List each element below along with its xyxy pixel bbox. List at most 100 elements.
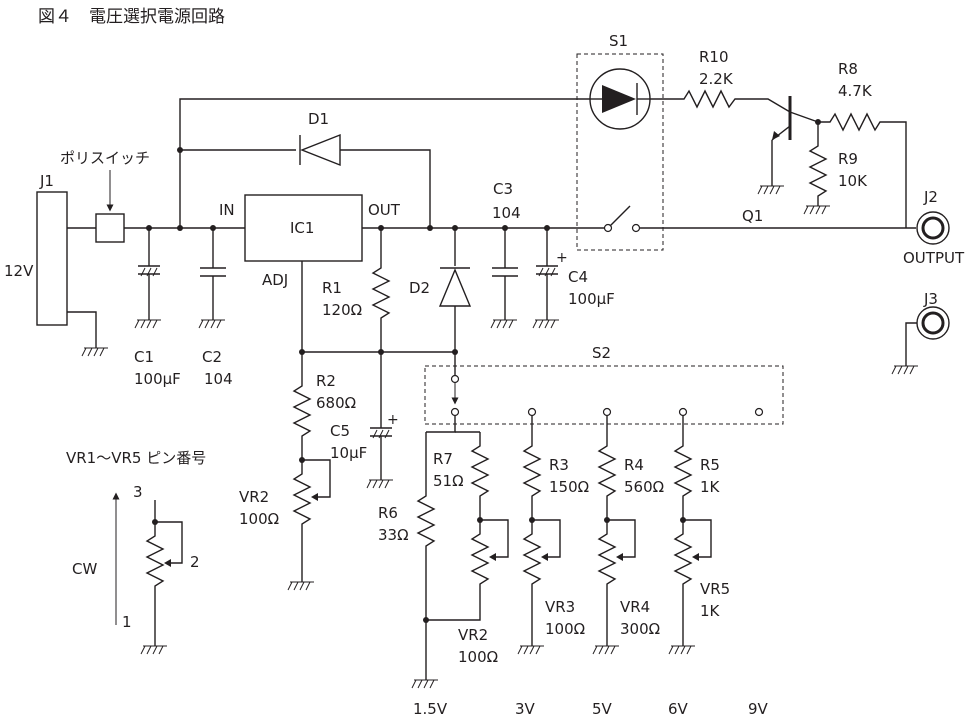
- potentiometer-vr3: [517, 519, 561, 655]
- svg-text:+: +: [556, 250, 568, 266]
- label-r8-value: 4.7K: [838, 82, 873, 100]
- label-c2: C2: [202, 348, 222, 366]
- capacitor-c5: +: [366, 352, 399, 489]
- legend-potentiometer: [140, 500, 183, 655]
- node: [423, 617, 429, 623]
- resistor-r5: [673, 416, 693, 520]
- label-r10-value: 2.2K: [699, 70, 734, 88]
- label-vr2-right: VR2: [458, 626, 488, 644]
- label-c1-value: 100μF: [134, 370, 181, 388]
- legend-title: VR1〜VR5 ピン番号: [66, 449, 206, 467]
- polyswitch: [95, 213, 125, 243]
- label-r6: R6: [378, 504, 398, 522]
- resistor-r4: [597, 416, 617, 520]
- label-r9: R9: [838, 150, 858, 168]
- label-c5-value: 10μF: [330, 444, 367, 462]
- label-c3: C3: [493, 180, 513, 198]
- label-vr2-left: VR2: [239, 488, 269, 506]
- label-vr5-value: 1K: [700, 602, 721, 620]
- label-r9-value: 10K: [838, 172, 868, 190]
- label-r8: R8: [838, 60, 858, 78]
- switch-s1-box: [576, 53, 664, 251]
- label-out-3v: 3V: [515, 700, 536, 718]
- label-in: IN: [219, 201, 235, 219]
- label-r10: R10: [699, 48, 729, 66]
- capacitor-c2: [198, 228, 226, 329]
- label-out-1-5v: 1.5V: [413, 700, 448, 718]
- legend-pin2: 2: [190, 553, 200, 571]
- diode-d2: [438, 228, 472, 352]
- resistor-r9: [803, 122, 830, 215]
- label-c3-value: 104: [492, 204, 521, 222]
- led-s1: [589, 68, 651, 130]
- resistor-r6: [416, 432, 436, 680]
- label-s2: S2: [592, 344, 611, 362]
- legend-cw: CW: [72, 560, 97, 578]
- resistor-r8: [818, 112, 907, 228]
- label-c4: C4: [568, 268, 588, 286]
- label-vr3-value: 100Ω: [545, 620, 585, 638]
- s2-contact-3: [602, 407, 612, 417]
- switch-s1: [603, 205, 641, 233]
- resistor-r3: [522, 416, 542, 520]
- label-vr2-left-value: 100Ω: [239, 510, 279, 528]
- label-vr5: VR5: [700, 580, 730, 598]
- label-r2-value: 680Ω: [316, 394, 356, 412]
- wire-d1-right: [340, 149, 431, 228]
- label-r7: R7: [433, 450, 453, 468]
- jack-j3: [891, 306, 950, 375]
- diode-d1: [299, 133, 341, 167]
- label-r4-value: 560Ω: [624, 478, 664, 496]
- label-polyswitch: ポリスイッチ: [60, 149, 150, 167]
- label-r3: R3: [549, 456, 569, 474]
- label-output: OUTPUT: [903, 249, 965, 267]
- regulator-ic1: [244, 194, 363, 262]
- label-c1: C1: [134, 348, 154, 366]
- potentiometer-vr2-left: [287, 459, 331, 591]
- label-j2: J2: [923, 188, 938, 206]
- diagram-title: 図４ 電圧選択電源回路: [38, 7, 225, 27]
- connector-j1: [36, 191, 68, 326]
- s2-contact-2: [527, 407, 537, 417]
- label-s1: S1: [609, 32, 628, 50]
- wire-led-feed: [179, 98, 590, 228]
- label-j3: J3: [923, 290, 938, 308]
- node: [427, 225, 433, 231]
- label-r1: R1: [322, 279, 342, 297]
- label-d1: D1: [308, 110, 329, 128]
- label-out-6v: 6V: [668, 700, 689, 718]
- potentiometer-vr5: [668, 519, 712, 655]
- label-12v: 12V: [4, 262, 34, 280]
- label-out-5v: 5V: [592, 700, 613, 718]
- label-c4-value: 100μF: [568, 290, 615, 308]
- label-r7-value: 51Ω: [433, 472, 464, 490]
- s2-contact-1: [450, 407, 460, 417]
- label-q1: Q1: [742, 207, 763, 225]
- label-vr4-value: 300Ω: [620, 620, 660, 638]
- label-r3-value: 150Ω: [549, 478, 589, 496]
- label-r6-value: 33Ω: [378, 526, 409, 544]
- ground-j1: [81, 347, 108, 357]
- label-r1-value: 120Ω: [322, 301, 362, 319]
- label-r5-value: 1K: [700, 478, 721, 496]
- capacitor-c3: [490, 228, 518, 329]
- node: [177, 147, 183, 153]
- label-vr2-right-value: 100Ω: [458, 648, 498, 666]
- legend-pin3: 3: [133, 483, 143, 501]
- label-c5: C5: [330, 422, 350, 440]
- capacitor-c4: +: [532, 228, 568, 329]
- svg-text:+: +: [387, 412, 399, 428]
- resistor-r2: [292, 352, 312, 460]
- label-ic1: IC1: [290, 219, 314, 237]
- label-vr4: VR4: [620, 598, 650, 616]
- potentiometer-vr2-right: [426, 519, 509, 621]
- label-out: OUT: [368, 201, 401, 219]
- label-j1: J1: [39, 172, 54, 190]
- transistor-q1: [757, 96, 819, 195]
- label-d2: D2: [409, 279, 430, 297]
- jack-j2: [916, 211, 950, 245]
- resistor-r7: [470, 432, 490, 520]
- s2-contact-4: [678, 407, 688, 417]
